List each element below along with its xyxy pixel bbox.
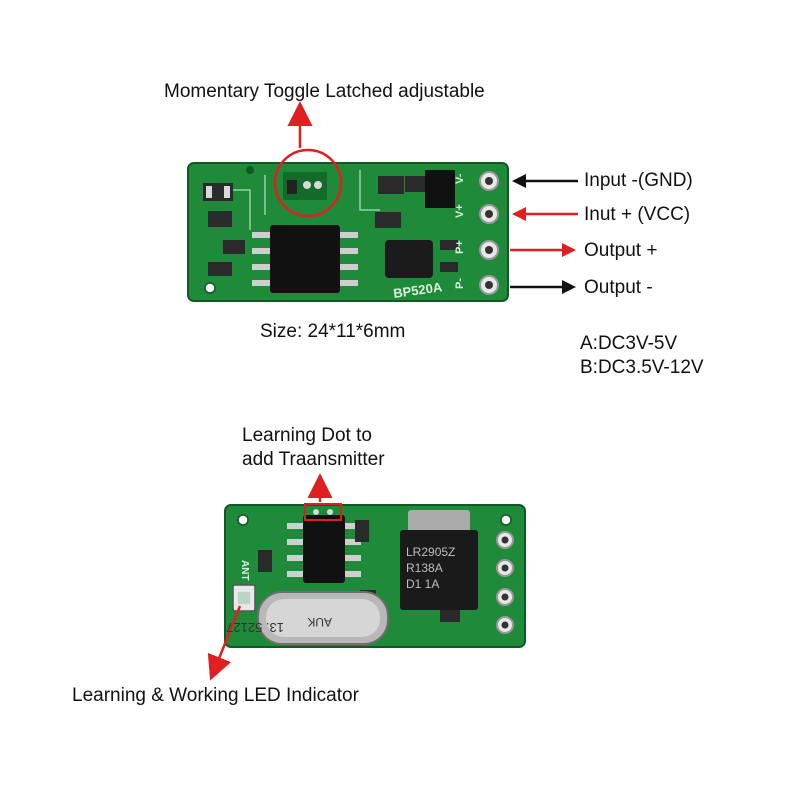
callout-input-vcc: Inut + (VCC) bbox=[584, 204, 691, 225]
top-pin-pads bbox=[479, 171, 499, 295]
led-pointer-arrow bbox=[207, 605, 242, 681]
pin-label-v-plus: V+ bbox=[454, 204, 466, 218]
crystal-text-1: 13. 52127 bbox=[226, 620, 284, 635]
mode-label: Momentary Toggle Latched adjustable bbox=[164, 81, 485, 102]
bottom-pin-pads bbox=[496, 531, 514, 634]
size-label: Size: 24*11*6mm bbox=[260, 321, 406, 342]
voltage-a-label: A:DC3V-5V bbox=[580, 333, 678, 354]
top-ic-chip bbox=[252, 225, 358, 293]
regulator-text-3: D1 1A bbox=[406, 577, 439, 591]
pin-label-p-plus: P+ bbox=[454, 240, 466, 254]
callout-output-minus: Output - bbox=[584, 277, 653, 298]
jumper-highlight-circle bbox=[273, 148, 343, 218]
crystal-text-2: AUK bbox=[307, 615, 332, 629]
bottom-pcb-board bbox=[224, 504, 526, 648]
regulator-text-1: LR2905Z bbox=[406, 545, 455, 559]
top-pcb-board bbox=[187, 162, 509, 302]
bottom-ic-chip bbox=[287, 515, 361, 583]
pin-callout-arrows bbox=[510, 174, 578, 294]
learning-dot-highlight bbox=[304, 503, 342, 521]
voltage-b-label: B:DC3.5V-12V bbox=[580, 357, 704, 378]
led-indicator-label: Learning & Working LED Indicator bbox=[72, 685, 359, 706]
pin-label-v-minus: V- bbox=[454, 173, 466, 184]
regulator-text-2: R138A bbox=[406, 561, 443, 575]
callout-input-gnd: Input -(GND) bbox=[584, 170, 693, 191]
silkscreen-bp520a: BP520A bbox=[392, 279, 443, 301]
learning-dot-label-line2: add Traansmitter bbox=[242, 449, 385, 470]
crystal-oscillator bbox=[257, 591, 389, 645]
ant-silkscreen: ANT bbox=[239, 560, 250, 581]
regulator-chip bbox=[400, 510, 478, 610]
callout-output-plus: Output + bbox=[584, 240, 658, 261]
pin-label-p-minus: P- bbox=[454, 278, 466, 289]
learning-dot-label-line1: Learning Dot to bbox=[242, 425, 372, 446]
